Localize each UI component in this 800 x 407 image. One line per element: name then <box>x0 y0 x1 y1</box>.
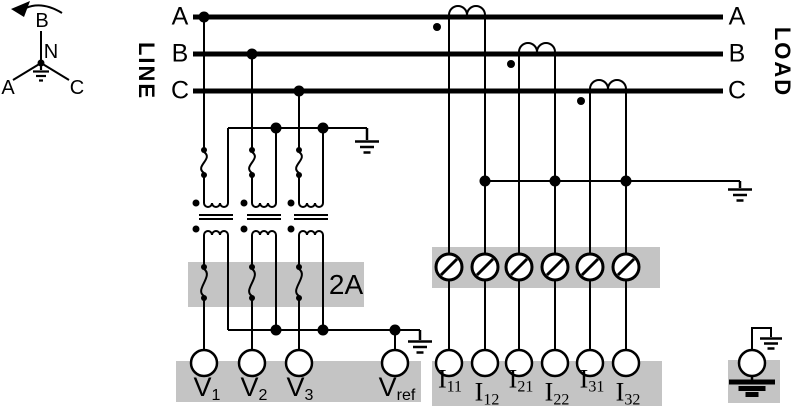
ct-phase-a <box>433 5 486 254</box>
chassis-ground-icon <box>729 376 775 397</box>
ct-common-ground-icon <box>728 181 752 202</box>
terminal-v1 <box>189 348 219 378</box>
load-side-label: LOAD <box>770 26 795 98</box>
primary-fuse-1 <box>200 147 208 178</box>
i22-label: I22 <box>544 377 570 407</box>
phase-a-left-label: A <box>171 2 189 31</box>
shorting-screw <box>504 252 534 282</box>
phasor-neutral-ground-icon <box>33 63 49 82</box>
i21-label: I21 <box>508 364 534 396</box>
v1-label: V1 <box>193 372 221 404</box>
phasor-diagram <box>11 1 70 82</box>
ct-phase-c <box>577 79 627 254</box>
polarity-dot <box>433 23 441 31</box>
i32-label: I32 <box>615 377 641 407</box>
shorting-screws <box>434 252 641 282</box>
shorting-screw <box>611 252 641 282</box>
rotation-arrow-head <box>11 1 30 17</box>
terminal-i21 <box>504 348 534 378</box>
v3-label: V3 <box>286 372 314 404</box>
rotation-arrow-arc <box>25 4 63 14</box>
terminal-circles <box>189 348 641 378</box>
i31-label: I31 <box>579 364 605 396</box>
terminal-v3 <box>284 348 314 378</box>
polarity-dot <box>192 199 200 207</box>
line-side-label: LINE <box>134 41 159 101</box>
voltage-transformer-1 <box>192 199 233 236</box>
i12-label: I12 <box>474 377 500 407</box>
voltage-transformer-section <box>192 11 432 354</box>
terminal-i11 <box>434 348 464 378</box>
phase-a-right-label: A <box>728 2 746 31</box>
phase-b-right-label: B <box>728 39 746 68</box>
shorting-screw <box>434 252 464 282</box>
phase-b-left-label: B <box>171 39 189 68</box>
polarity-dot <box>240 199 248 207</box>
secondary-fuse-1 <box>200 264 208 301</box>
earth-ground-icon <box>760 337 782 350</box>
terminal-v2 <box>237 348 267 378</box>
phasor-label-b: B <box>35 10 49 32</box>
primary-fuse-3 <box>295 147 303 178</box>
phase-c-left-label: C <box>170 76 190 105</box>
shorting-screw <box>470 252 500 282</box>
chassis-ground-terminal <box>729 327 782 397</box>
polarity-dot <box>577 97 585 105</box>
voltage-transformer-2 <box>240 199 281 236</box>
polarity-dot <box>240 225 248 233</box>
phasor-label-n: N <box>43 41 59 63</box>
phase-bus-lines <box>193 14 723 94</box>
polarity-dot <box>287 225 295 233</box>
vref-ground-icon <box>408 330 432 354</box>
vref-label: Vref <box>378 372 416 404</box>
terminal-i22 <box>540 348 570 378</box>
fuse-rating-label: 2A <box>328 269 364 300</box>
current-transformer-section <box>433 5 752 350</box>
phasor-label-c: C <box>69 77 85 99</box>
terminal-i32 <box>611 348 641 378</box>
v2-label: V2 <box>240 372 268 404</box>
secondary-fuse-3 <box>295 264 303 301</box>
primary-fuse-2 <box>248 147 256 178</box>
phasor-label-a: A <box>1 77 15 99</box>
i11-label: I11 <box>437 364 463 396</box>
ct-phase-b <box>507 42 556 254</box>
terminal-vref <box>380 348 410 378</box>
voltage-transformer-3 <box>287 199 328 236</box>
shorting-screw <box>575 252 605 282</box>
terminal-i31 <box>575 348 605 378</box>
terminal-i12 <box>470 348 500 378</box>
secondary-fuse-2 <box>248 264 256 301</box>
primary-neutral-ground-icon <box>355 128 379 154</box>
polarity-dot <box>287 199 295 207</box>
polarity-dot <box>192 225 200 233</box>
shorting-screw <box>540 252 570 282</box>
polarity-dot <box>507 60 515 68</box>
phase-c-right-label: C <box>727 76 747 105</box>
